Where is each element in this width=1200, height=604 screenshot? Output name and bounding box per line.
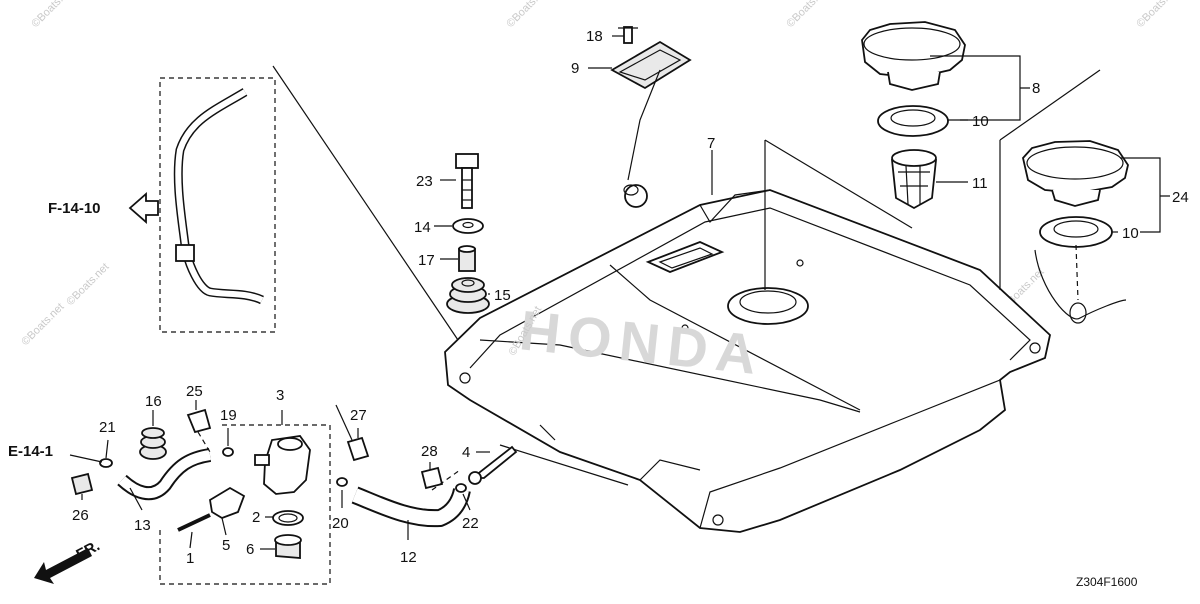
callout-4[interactable]: 4	[462, 444, 470, 461]
watermark: ©Boats.net	[784, 0, 831, 30]
callout-7[interactable]: 7	[707, 135, 715, 152]
fuel-filler-cap	[861, 21, 966, 91]
callout-27[interactable]: 27	[350, 407, 367, 424]
callout-13[interactable]: 13	[134, 517, 151, 534]
callout-10[interactable]: 10	[972, 113, 989, 130]
callout-leaders	[81, 35, 1170, 550]
reference-e-14-1-label[interactable]: E-14-1	[8, 443, 53, 460]
breather-hose-box	[159, 77, 276, 333]
fuel-hose-13	[69, 408, 234, 501]
callout-5[interactable]: 5	[222, 537, 230, 554]
leader-lines	[272, 65, 1101, 486]
callout-19[interactable]: 19	[220, 407, 237, 424]
callout-10[interactable]: 10	[1122, 225, 1139, 242]
fuel-gauge	[610, 26, 692, 208]
callout-15[interactable]: 15	[494, 287, 511, 304]
callout-18[interactable]: 18	[586, 28, 603, 45]
callout-2[interactable]: 2	[252, 509, 260, 526]
callout-12[interactable]: 12	[400, 549, 417, 566]
watermark: ©Boats.net	[19, 301, 66, 348]
rubber-mount	[446, 277, 490, 314]
reference-e-14-1[interactable]: E-14-1	[8, 443, 53, 460]
callout-3[interactable]: 3	[276, 387, 284, 404]
callout-14[interactable]: 14	[414, 219, 431, 236]
callout-1[interactable]: 1	[186, 550, 194, 567]
watermark: ©Boats.net	[1134, 0, 1181, 30]
fuel-strainer	[891, 149, 937, 210]
mounting-bolt	[455, 153, 479, 209]
watermark: ©Boats.net	[64, 261, 111, 308]
cap-ring	[877, 105, 949, 137]
fuel-cap-assembly	[1022, 140, 1129, 324]
fuel-hose-12	[335, 404, 518, 528]
callout-26[interactable]: 26	[72, 507, 89, 524]
collar	[458, 245, 476, 272]
arrow-left-icon	[128, 192, 159, 224]
figure-code: Z304F1600	[1076, 575, 1138, 589]
callout-28[interactable]: 28	[421, 443, 438, 460]
fuel-valve	[177, 435, 311, 559]
callout-24[interactable]: 24	[1172, 189, 1189, 206]
callout-20[interactable]: 20	[332, 515, 349, 532]
callout-8[interactable]: 8	[1032, 80, 1040, 97]
fuel-tank: HONDA ©Boats.net	[444, 189, 1051, 533]
fuel-valve-box	[159, 410, 331, 585]
callout-9[interactable]: 9	[571, 60, 579, 77]
watermark: ©Boats.net	[504, 0, 551, 30]
callout-17[interactable]: 17	[418, 252, 435, 269]
front-direction-indicator: FR.	[34, 537, 103, 584]
callout-25[interactable]: 25	[186, 383, 203, 400]
callout-16[interactable]: 16	[145, 393, 162, 410]
reference-f-14-10[interactable]: F-14-10	[48, 192, 159, 224]
callout-11[interactable]: 11	[972, 175, 988, 192]
washer	[452, 218, 484, 234]
watermark: ©Boats.net	[29, 0, 76, 30]
reference-f-14-10-label[interactable]: F-14-10	[48, 200, 101, 217]
callout-6[interactable]: 6	[246, 541, 254, 558]
callout-21[interactable]: 21	[99, 419, 116, 436]
callout-23[interactable]: 23	[416, 173, 433, 190]
callout-numbers: 1 2 3 4 5 6 7 8 9 10 10 11 12 13 14 15 1…	[72, 28, 1189, 567]
front-arrow-icon	[34, 548, 92, 584]
callout-22[interactable]: 22	[462, 515, 479, 532]
